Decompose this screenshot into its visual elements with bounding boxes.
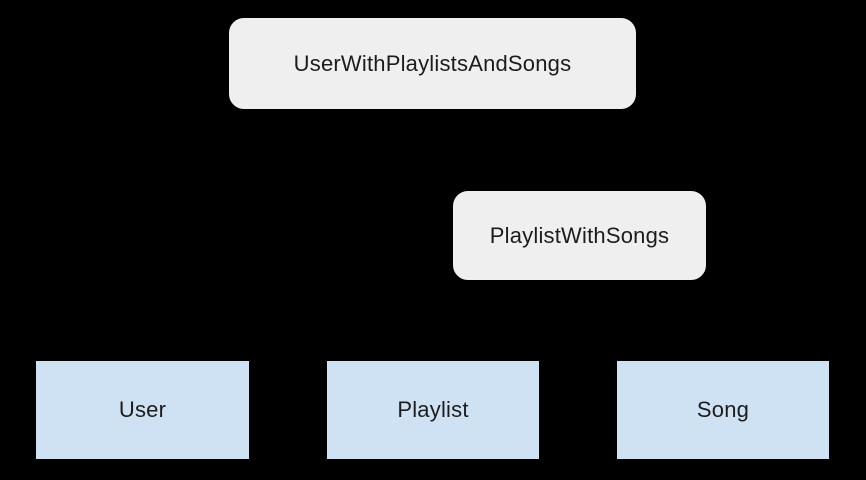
entity-node-user-label: User [118, 397, 167, 422]
entity-node-user: User [35, 360, 250, 460]
entity-node-song: Song [616, 360, 830, 460]
relation-node-playlist-with-songs: PlaylistWithSongs [452, 190, 707, 281]
entity-node-song-label: Song [696, 397, 750, 422]
relation-node-user-with-playlists-and-songs-label: UserWithPlaylistsAndSongs [293, 50, 572, 76]
relation-node-user-with-playlists-and-songs: UserWithPlaylistsAndSongs [228, 17, 637, 110]
entity-node-playlist-label: Playlist [397, 397, 469, 422]
relation-node-playlist-with-songs-label: PlaylistWithSongs [489, 222, 670, 248]
entity-node-playlist: Playlist [326, 360, 540, 460]
